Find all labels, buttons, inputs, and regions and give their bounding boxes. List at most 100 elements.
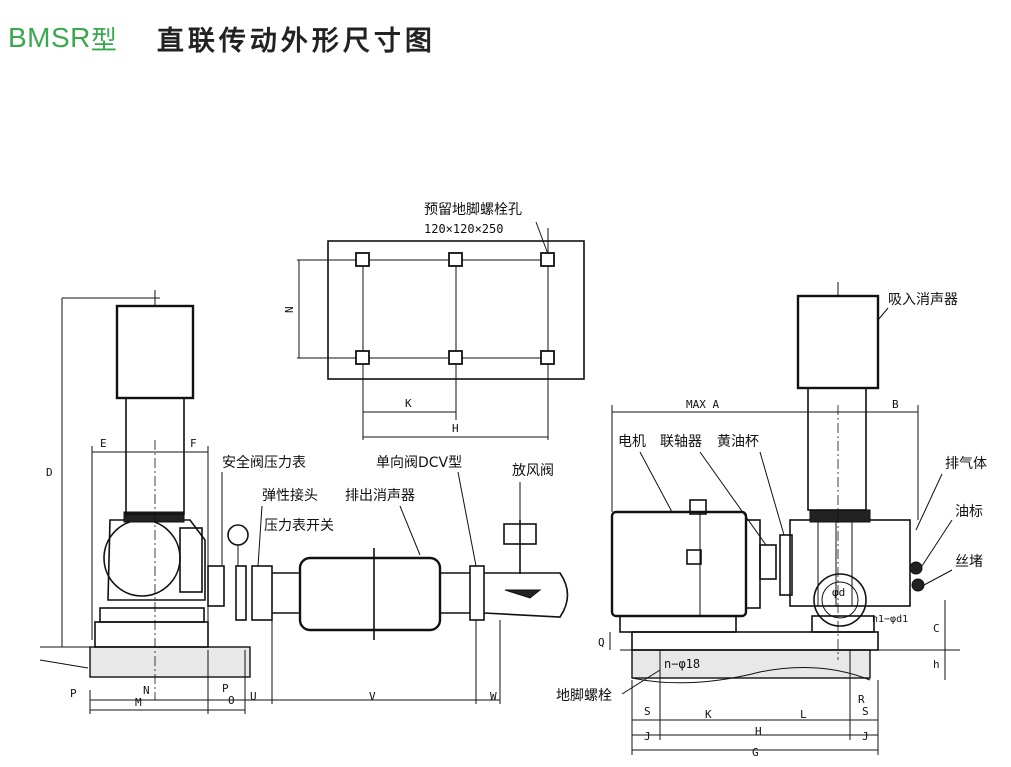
bolt-hole	[540, 350, 555, 365]
outlet-bore	[821, 581, 859, 619]
bolt-hole	[355, 350, 370, 365]
check-valve-label: 单向阀DCV型	[376, 455, 462, 471]
outlet-flange	[207, 565, 225, 607]
dim-j2-label: J	[862, 730, 869, 743]
leader-line	[921, 519, 953, 567]
anchor-bolt-label: 地脚螺栓	[556, 688, 612, 704]
dim-r-label: R	[858, 693, 865, 706]
outlet-port	[813, 573, 867, 627]
blower-base	[99, 607, 205, 623]
blower-housing	[107, 519, 206, 601]
title-bar: BMSR 型 直联传动外形尺寸图	[8, 18, 436, 58]
leader-line	[621, 669, 661, 695]
leader-line	[639, 451, 673, 513]
dim-h2-label: H	[755, 725, 762, 738]
coupling	[759, 544, 777, 580]
oil-gauge	[909, 561, 923, 575]
dim-l-label: L	[800, 708, 807, 721]
plan-view: N K H 预留地脚螺栓孔 120×120×250	[283, 202, 585, 440]
bolt-hole	[540, 252, 555, 267]
discharge-silencer-label: 排出消声器	[345, 488, 415, 504]
blower-feet	[811, 615, 875, 633]
foundation-block	[89, 646, 251, 678]
dim-w-label: W	[490, 690, 497, 703]
dim-q-label: Q	[598, 636, 605, 649]
dim-n-label: N	[283, 306, 296, 313]
bolt-hole	[448, 350, 463, 365]
leader-line	[699, 451, 767, 546]
inlet-silencer-label: 吸入消声器	[888, 292, 958, 308]
dim-o-label: O	[228, 694, 235, 707]
dim-p2-label: P	[222, 682, 229, 695]
flange-spec-label: n1−φd1	[872, 614, 908, 625]
plug-label: 丝堵	[955, 554, 983, 570]
motor	[610, 510, 748, 618]
inlet-silencer	[115, 304, 195, 400]
blower-casing-circle	[103, 519, 181, 597]
front-foundation	[631, 649, 871, 679]
flow-arrow	[504, 589, 542, 599]
bolt-hole	[448, 252, 463, 267]
blower-side-plate	[179, 527, 203, 593]
bolt-hole	[355, 252, 370, 267]
leader-line	[877, 307, 889, 321]
oil-gauge-label: 油标	[955, 504, 983, 520]
model-name: BMSR	[8, 22, 91, 53]
ground-hatch	[39, 659, 89, 669]
check-valve-flange	[235, 565, 247, 621]
dim-k-label: K	[405, 397, 412, 410]
dim-k-label: K	[705, 708, 712, 721]
motor-box	[686, 549, 702, 565]
coupling-label: 联轴器	[660, 434, 702, 450]
bolt-spec-label: n−φ18	[664, 657, 700, 671]
outlet-pipe	[483, 572, 569, 618]
dim-d-label: D	[46, 466, 53, 479]
leader-line	[759, 451, 785, 536]
leader-line	[457, 471, 477, 567]
exhaust-label: 排气体	[945, 456, 987, 472]
discharge-silencer	[298, 556, 442, 632]
dim-g-label: G	[752, 746, 759, 759]
dim-u-label: U	[250, 690, 257, 703]
leader-line	[399, 505, 421, 556]
dim-n-label: N	[143, 684, 150, 697]
motor-terminal-box	[689, 499, 707, 515]
base-frame	[94, 621, 209, 648]
dim-c-label: C	[933, 622, 940, 635]
grease-cup	[779, 534, 793, 596]
safety-valve-label: 安全阀压力表	[222, 454, 306, 471]
front-view: MAX A B C h Q S K H L R S J J G φd n1−φd…	[556, 282, 987, 759]
foundation-wave	[631, 667, 871, 684]
inlet-pipe	[807, 387, 867, 511]
pressure-gauge	[227, 524, 249, 546]
page-title: 直联传动外形尺寸图	[156, 25, 436, 57]
motor-feet	[619, 615, 737, 633]
dim-j-label: J	[644, 730, 651, 743]
phid-label: φd	[832, 586, 845, 599]
leader-line	[915, 473, 943, 531]
dim-s-label: S	[644, 705, 651, 718]
dim-b-label: B	[892, 398, 899, 411]
leader-line	[535, 221, 549, 255]
vent-valve	[503, 523, 537, 545]
dim-f-label: F	[190, 437, 197, 450]
vent-valve-label: 放风阀	[512, 463, 554, 479]
side-view: D E F 安全阀压力表 弹性接头 排出消声器 压力表开关 单向阀DCV型 放风…	[39, 290, 569, 714]
dim-h-label: H	[452, 422, 459, 435]
anchor-hole-label: 预留地脚螺栓孔	[424, 202, 522, 218]
dim-h-label: h	[933, 658, 940, 671]
plug	[911, 578, 925, 592]
anchor-hole-size: 120×120×250	[424, 222, 503, 236]
dim-e-label: E	[100, 437, 107, 450]
dim-m-label: M	[135, 696, 142, 709]
dim-s2-label: S	[862, 705, 869, 718]
common-base	[631, 631, 879, 651]
inlet-flange	[123, 511, 185, 523]
dim-maxa-label: MAX A	[686, 398, 719, 411]
blower-body	[789, 519, 911, 607]
motor-label: 电机	[618, 434, 646, 450]
dim-p-label: P	[70, 687, 77, 700]
leader-line	[257, 505, 263, 567]
model-type-suffix: 型	[90, 25, 117, 56]
